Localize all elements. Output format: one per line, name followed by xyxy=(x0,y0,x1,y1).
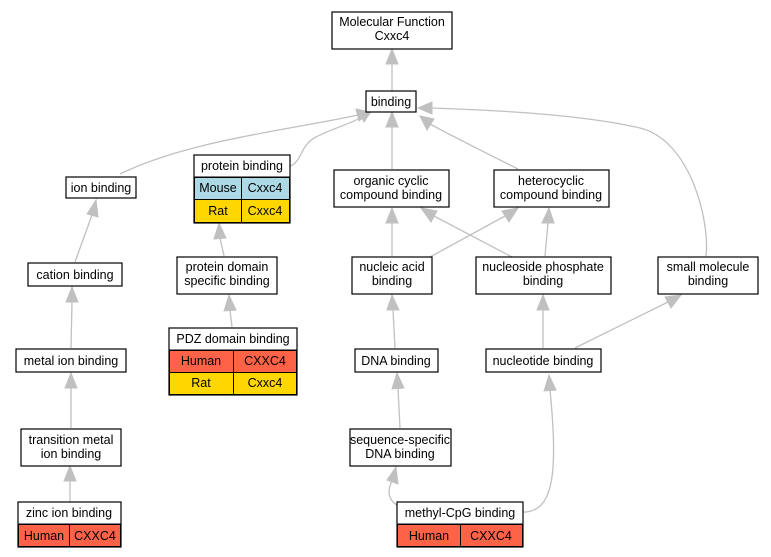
node-label-line: Molecular Function xyxy=(339,15,445,29)
edge-nucleotide-to-nucleoside xyxy=(536,293,550,348)
node-label-line: binding xyxy=(372,274,412,288)
node-binding[interactable]: binding xyxy=(365,90,417,113)
node-label-line: organic cyclic xyxy=(353,174,428,188)
annotation-species: Human xyxy=(181,354,221,368)
node-label-line: nucleotide binding xyxy=(493,354,594,368)
node-molecular-function[interactable]: Molecular Function Cxxc4 xyxy=(331,11,453,50)
node-cation-binding[interactable]: cation binding xyxy=(27,262,123,287)
node-label-line: heterocyclic xyxy=(518,174,584,188)
node-label-line: compound binding xyxy=(500,188,602,202)
edge-nucleotide-to-small-molecule xyxy=(574,294,683,349)
edge-small-molecule-to-binding xyxy=(416,101,708,257)
edge-heterocyclic-to-binding xyxy=(419,115,519,170)
node-label-line: PDZ domain binding xyxy=(176,332,289,346)
edge-nucleic-acid-to-heterocyclic xyxy=(429,207,520,258)
node-organic-cyclic-compound-binding[interactable]: organic cyclic compound binding xyxy=(333,169,450,208)
node-label-line: binding xyxy=(688,274,728,288)
node-label-line: specific binding xyxy=(184,274,270,288)
annotation-gene: CXXC4 xyxy=(244,354,286,368)
edge-methyl-cpg-to-nucleotide xyxy=(519,373,557,513)
node-metal-ion-binding[interactable]: metal ion binding xyxy=(15,348,127,373)
annotation-gene: CXXC4 xyxy=(470,529,512,543)
node-transition-metal-ion-binding[interactable]: transition metal ion binding xyxy=(20,428,122,467)
annotation-gene: Cxxc4 xyxy=(248,204,283,218)
edge-protein-binding-to-binding xyxy=(289,109,374,167)
node-label-line: small molecule xyxy=(667,260,750,274)
node-label-line: ion binding xyxy=(41,447,102,461)
edge-zinc-ion-to-transition-metal xyxy=(63,464,77,502)
node-pdz-domain-binding[interactable]: PDZ domain binding Human CXXC4 Rat Cxxc4 xyxy=(168,327,298,396)
edge-sequence-specific-to-dna-binding xyxy=(391,371,405,429)
edge-metal-ion-to-cation xyxy=(65,285,79,349)
node-label-line: Cxxc4 xyxy=(375,29,410,43)
node-ion-binding[interactable]: ion binding xyxy=(65,176,137,199)
edge-protein-domain-to-protein-binding xyxy=(213,221,227,257)
edge-binding-to-molecular-function xyxy=(385,47,399,91)
node-protein-domain-specific-binding[interactable]: protein domain specific binding xyxy=(176,256,278,295)
node-zinc-ion-binding[interactable]: zinc ion binding Human CXXC4 xyxy=(17,501,122,548)
annotation-cell-gene xyxy=(233,372,297,395)
edge-cation-binding-to-ion-binding xyxy=(74,198,99,263)
annotation-species: Mouse xyxy=(199,181,237,195)
annotation-cell-gene xyxy=(69,524,121,547)
edge-dna-binding-to-nucleic-acid xyxy=(386,293,400,349)
edge-nucleic-acid-to-organic-cyclic xyxy=(385,206,399,256)
node-protein-binding[interactable]: protein binding Mouse Cxxc4 Rat Cxxc4 xyxy=(193,154,291,224)
nodes: Molecular Function Cxxc4 binding ion bin… xyxy=(15,11,759,548)
node-label-line: nucleic acid xyxy=(359,260,424,274)
node-label-line: protein binding xyxy=(201,159,283,173)
node-nucleotide-binding[interactable]: nucleotide binding xyxy=(485,348,602,373)
node-label-line: compound binding xyxy=(340,188,442,202)
node-small-molecule-binding[interactable]: small molecule binding xyxy=(657,256,759,295)
node-dna-binding[interactable]: DNA binding xyxy=(354,348,439,373)
node-nucleic-acid-binding[interactable]: nucleic acid binding xyxy=(351,256,433,295)
annotation-species: Rat xyxy=(191,376,211,390)
node-label-line: metal ion binding xyxy=(24,354,119,368)
annotation-cell-gene xyxy=(241,199,290,223)
node-label-line: binding xyxy=(523,274,563,288)
node-label-line: sequence-specific xyxy=(350,433,450,447)
node-label-line: zinc ion binding xyxy=(26,506,112,520)
node-heterocyclic-compound-binding[interactable]: heterocyclic compound binding xyxy=(493,169,610,208)
edges xyxy=(63,47,708,513)
annotation-cell-gene xyxy=(460,524,523,547)
edge-nucleoside-to-organic-cyclic xyxy=(419,207,513,258)
edge-nucleoside-to-heterocyclic xyxy=(541,206,555,257)
node-nucleoside-phosphate-binding[interactable]: nucleoside phosphate binding xyxy=(475,256,612,295)
edge-pdz-to-protein-domain xyxy=(223,293,237,328)
edge-organic-cyclic-to-binding xyxy=(385,110,399,169)
node-label-line: transition metal xyxy=(29,433,114,447)
annotation-species: Human xyxy=(409,529,449,543)
node-label-line: ion binding xyxy=(71,181,132,195)
node-sequence-specific-dna-binding[interactable]: sequence-specific DNA binding xyxy=(349,428,452,467)
annotation-gene: CXXC4 xyxy=(74,529,116,543)
annotation-species: Human xyxy=(24,529,64,543)
annotation-species: Rat xyxy=(208,204,228,218)
node-label-line: methyl-CpG binding xyxy=(405,506,516,520)
edge-transition-metal-to-metal-ion xyxy=(64,371,78,428)
node-methyl-cpg-binding[interactable]: methyl-CpG binding Human CXXC4 xyxy=(396,501,524,548)
annotation-gene: Cxxc4 xyxy=(248,376,283,390)
node-label-line: nucleoside phosphate xyxy=(482,260,604,274)
node-label-line: DNA binding xyxy=(361,354,431,368)
node-label-line: protein domain xyxy=(186,260,269,274)
node-label-line: binding xyxy=(371,95,411,109)
node-label-line: cation binding xyxy=(36,268,113,282)
node-label-line: DNA binding xyxy=(365,447,435,461)
annotation-gene: Cxxc4 xyxy=(248,181,283,195)
